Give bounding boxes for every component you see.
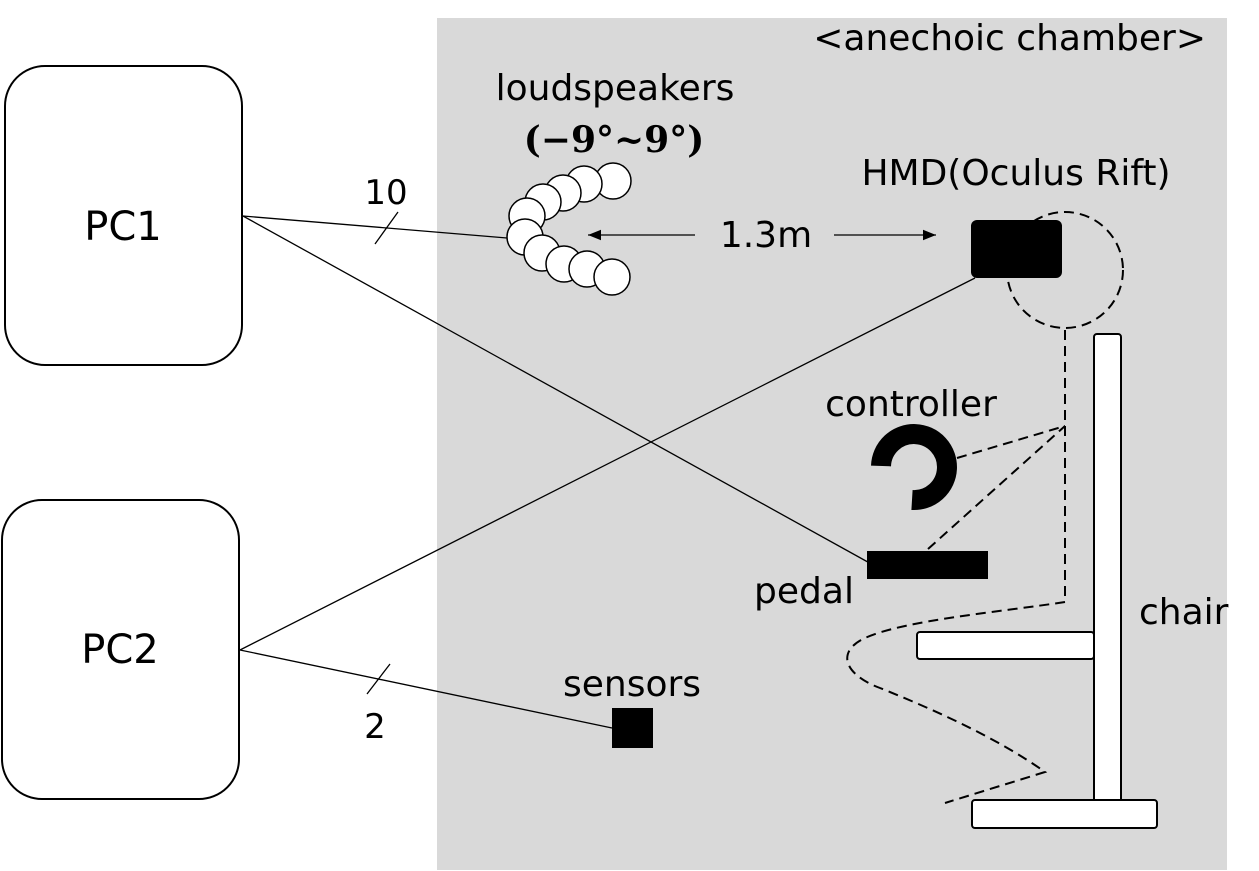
pc2-to-hmd-line xyxy=(239,277,976,651)
pc1-channel-count: 10 xyxy=(364,173,407,213)
sensors-label: sensors xyxy=(563,664,701,705)
pc1-to-pedal-line xyxy=(242,215,876,567)
arm-outline xyxy=(956,425,1066,459)
controller-device xyxy=(871,424,957,511)
chair-label: chair xyxy=(1139,592,1229,633)
loudspeakers-range-label: (−9°~9°) xyxy=(524,119,705,161)
pc1-box: PC1 xyxy=(4,65,243,366)
loudspeaker-array xyxy=(506,162,632,296)
loudspeakers-label: loudspeakers xyxy=(496,68,735,109)
controller-label: controller xyxy=(825,384,997,425)
distance-label: 1.3m xyxy=(720,215,812,256)
chair-base xyxy=(971,799,1158,829)
pedal-label: pedal xyxy=(754,571,854,612)
arm-outline xyxy=(927,425,1066,550)
pc2-channel-count: 2 xyxy=(364,707,386,747)
anechoic-chamber-label: <anechoic chamber> xyxy=(813,18,1206,59)
channel-slash-mark xyxy=(374,211,399,245)
pc2-label: PC2 xyxy=(81,627,159,673)
loudspeaker xyxy=(593,258,631,296)
hmd-device xyxy=(971,220,1062,278)
pc2-to-sensors-line xyxy=(239,649,613,729)
pc1-label: PC1 xyxy=(84,204,162,250)
chair xyxy=(916,333,1158,829)
pc1-to-loudspeakers-line xyxy=(242,215,508,239)
sensor-device xyxy=(612,708,653,748)
body-outline xyxy=(846,330,1066,804)
chair-seat xyxy=(916,631,1095,660)
chair-backrest xyxy=(1093,333,1122,805)
pc2-box: PC2 xyxy=(1,499,240,800)
channel-slash-mark xyxy=(366,663,391,695)
pedal-device xyxy=(867,551,988,579)
hmd-label: HMD(Oculus Rift) xyxy=(861,153,1170,194)
